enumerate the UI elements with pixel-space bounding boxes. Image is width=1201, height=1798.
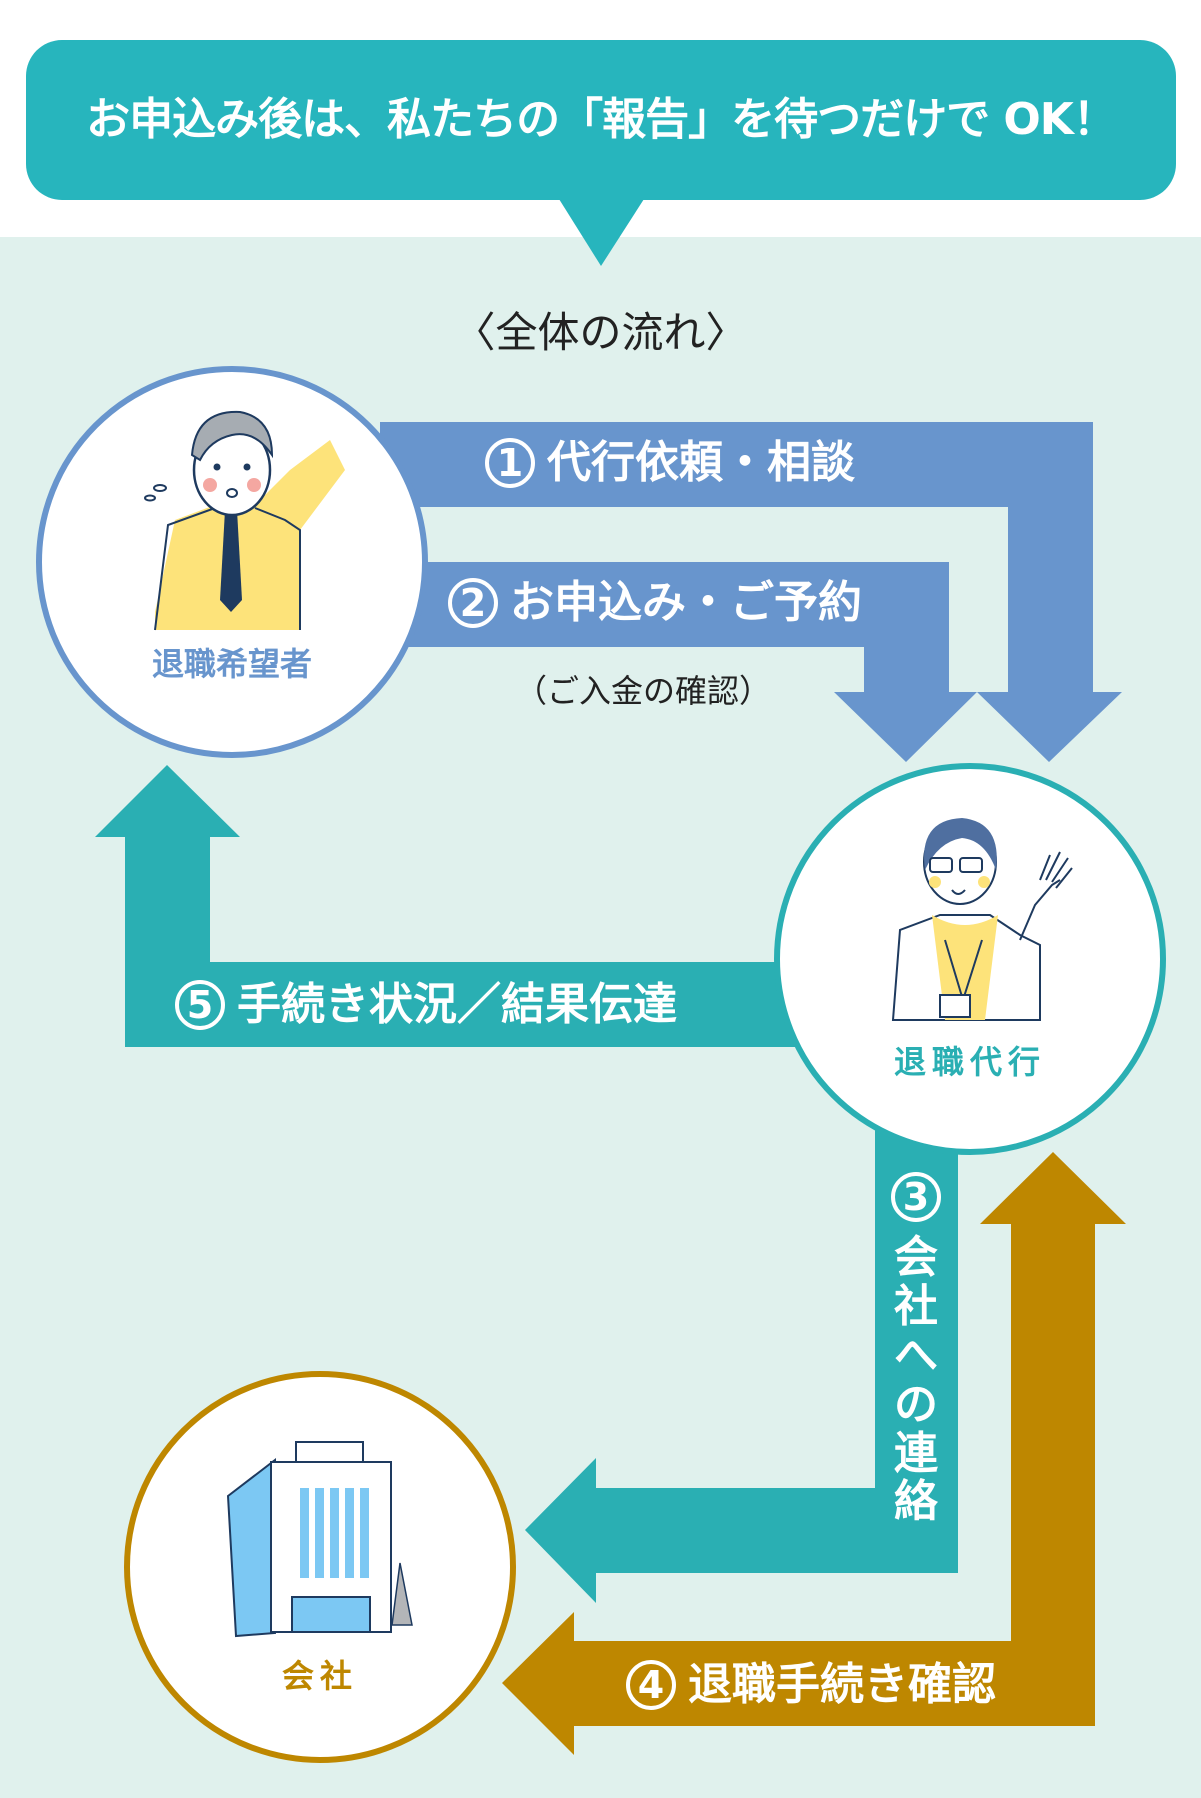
waving-staff-woman-icon xyxy=(891,818,1073,1021)
step-1-label: 1 代行依頼・相談 xyxy=(485,438,855,488)
step-3-label: 3 会 社 へ の 連 絡 xyxy=(886,1172,946,1525)
step-5-number: 5 xyxy=(175,980,225,1030)
step-2-note: （ご入金の確認） xyxy=(515,672,772,710)
speech-bubble xyxy=(26,40,1176,200)
applicant-label: 退職希望者 xyxy=(151,645,312,683)
step-1-number: 1 xyxy=(485,438,535,488)
arrow-step-5 xyxy=(95,765,820,1047)
header-bubble-text: お申込み後は、私たちの「報告」を待つだけで OK！ xyxy=(86,94,1117,145)
arrow-step-4 xyxy=(502,1152,1126,1755)
step-3-char: 絡 xyxy=(894,1476,938,1528)
step-3-char: 社 xyxy=(894,1280,938,1332)
office-building-icon xyxy=(226,1441,413,1638)
step-4-label: 4 退職手続き確認 xyxy=(626,1660,996,1710)
arrow-step-2 xyxy=(380,562,977,762)
section-title: 〈全体の流れ〉 xyxy=(453,308,748,357)
worried-businessman-icon xyxy=(144,410,345,631)
step-3-char: 会 xyxy=(894,1232,938,1283)
arrow-step-1 xyxy=(380,422,1122,762)
step-3-char: 連 xyxy=(894,1427,938,1479)
step-3-char: の xyxy=(894,1378,938,1430)
node-company xyxy=(124,1371,516,1763)
speech-bubble-tail xyxy=(559,199,644,266)
step-4-number: 4 xyxy=(626,1660,676,1710)
step-4-text: 退職手続き確認 xyxy=(688,1659,996,1710)
step-5-label: 5 手続き状況／結果伝達 xyxy=(175,980,677,1030)
step-3-number: 3 xyxy=(891,1172,941,1222)
step-3-char: へ xyxy=(894,1329,938,1381)
node-agency xyxy=(774,763,1166,1155)
step-2-text: お申込み・ご予約 xyxy=(510,577,862,628)
agency-label: 退職代行 xyxy=(893,1043,1046,1081)
step-1-text: 代行依頼・相談 xyxy=(547,437,855,488)
company-label: 会社 xyxy=(281,1657,358,1695)
arrow-step-3 xyxy=(525,1100,958,1603)
step-5-text: 手続き状況／結果伝達 xyxy=(237,979,677,1030)
step-2-label: 2 お申込み・ご予約 xyxy=(448,578,862,628)
step-2-number: 2 xyxy=(448,578,498,628)
node-applicant xyxy=(36,366,428,758)
